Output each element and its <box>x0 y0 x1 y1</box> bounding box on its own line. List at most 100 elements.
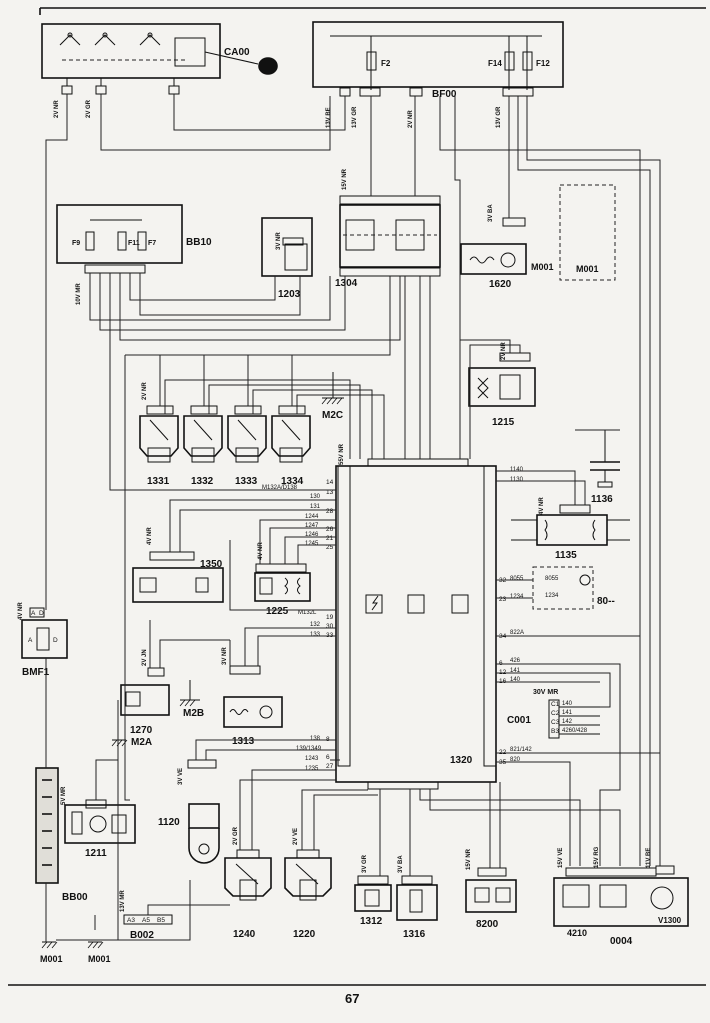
bf00-wire-label-a: 13V BE <box>326 107 332 128</box>
c001-pin-c1: C1 <box>551 701 560 708</box>
wiring <box>45 94 661 942</box>
m001-a-label: M001 <box>531 262 554 272</box>
c1620-label: 1620 <box>489 279 512 290</box>
c1203-wire-label: 3V NR <box>276 232 282 250</box>
battery-bb00: BB00 <box>35 767 88 903</box>
c0004-label: 0004 <box>610 936 633 947</box>
sig-131: 131 <box>310 504 321 510</box>
bmf1-pin-a: A <box>31 610 36 617</box>
ecu-pin-l3: 26 <box>326 526 334 533</box>
ca00-label: CA00 <box>224 47 250 58</box>
c1211-label: 1211 <box>85 848 107 859</box>
m2b-label: M2B <box>183 708 204 719</box>
c1135-label: 1135 <box>555 550 577 561</box>
sig-m132a: M132A/D138 <box>262 485 298 491</box>
fuse-f9-label: F9 <box>72 240 80 247</box>
c001-wire-label: 30V MR <box>533 689 558 696</box>
c80-sig-1234: 1234 <box>545 593 559 599</box>
sensor-1316: 1316 <box>396 875 438 940</box>
c001-sig-142: 142 <box>562 719 573 725</box>
bmf1-label: BMF1 <box>22 667 50 678</box>
c1320-wire-label: 55V NR <box>339 443 345 465</box>
sig-1244: 1244 <box>305 514 319 520</box>
sig-133: 133 <box>310 632 321 638</box>
ca00-ignition-switch: CA00 <box>41 23 278 95</box>
component-1136: 1136 <box>590 430 620 505</box>
c1120-wire-label: 3V VE <box>178 768 184 785</box>
c001-sig-4260: 4260/428 <box>562 728 588 734</box>
sig-1235: 1235 <box>305 766 319 772</box>
c1135-wire-label: 4V NR <box>539 497 545 515</box>
fuse-f14-label: F14 <box>488 59 502 68</box>
sig-820: 820 <box>510 757 521 763</box>
c001-pin-c3: C3 <box>551 719 560 726</box>
c4210a-wire-label: 15V VE <box>558 848 564 868</box>
bf00-wire-label-d: 13V GR <box>496 106 502 128</box>
ca00-wire-label-b: 2V GR <box>86 99 92 118</box>
sig-138: 138 <box>310 736 321 742</box>
sensor-1220: 1220 <box>284 849 332 940</box>
v1300-label: V1300 <box>658 916 682 925</box>
c1136-label: 1136 <box>591 494 613 505</box>
sig-822a: 822A <box>510 630 524 636</box>
ecu-pin-l1: 13 <box>326 489 334 496</box>
component-1225: 1225 <box>254 563 311 617</box>
c1332-label: 1332 <box>191 476 214 487</box>
c1620-wire-label: 3V BA <box>488 204 494 222</box>
component-8200: 8200 <box>465 867 517 930</box>
connector-c001: C1 C2 C3 B3 140 141 142 4260/428 C001 30… <box>507 689 600 739</box>
sig-821: 821/142 <box>510 747 532 753</box>
c1220-label: 1220 <box>293 929 316 940</box>
sig-139: 139/1349 <box>296 746 322 752</box>
sig-m132l: M132L <box>298 610 317 616</box>
c8200-wire-label: 15V NR <box>466 848 472 870</box>
c001-pin-c2: C2 <box>551 710 560 717</box>
c1316-wire-label: 3V BA <box>398 855 404 873</box>
c1270-label: 1270 <box>130 725 153 736</box>
sig-1130: 1130 <box>510 477 524 483</box>
sig-1243: 1243 <box>305 756 319 762</box>
b002-pin-a3: A3 <box>127 917 135 924</box>
c1211-wire-label: 5V MR <box>61 786 67 805</box>
b002-wire-label: 13V MR <box>120 890 126 912</box>
c1215-label: 1215 <box>492 417 515 428</box>
c1240-label: 1240 <box>233 929 256 940</box>
bmf1-wire-label: 4V NR <box>18 602 24 620</box>
ecu-pin-l5: 25 <box>326 544 334 551</box>
c1225-label: 1225 <box>266 606 289 617</box>
component-1203: 1203 <box>261 217 313 300</box>
bmf1-inner-a: A <box>28 637 33 644</box>
c1220-wire-label: 2V VE <box>293 828 299 845</box>
bf00-wire-label-c: 2V NR <box>408 110 414 128</box>
c1334-label: 1334 <box>281 476 304 487</box>
c1350-wire-label: 4V NR <box>147 527 153 545</box>
ecu-pin-l0: 14 <box>326 479 334 486</box>
bb10-label: BB10 <box>186 237 212 248</box>
component-80: 8055 1234 80-- <box>532 566 615 610</box>
c001-label: C001 <box>507 715 531 726</box>
sensor-1240: 1240 <box>224 849 272 940</box>
c1316-label: 1316 <box>403 929 426 940</box>
c1215-wire-label: 2V NR <box>501 342 507 360</box>
sig-132: 132 <box>310 622 321 628</box>
b002-pin-a5: A5 <box>142 917 150 924</box>
ecu-pin-l4: 21 <box>326 535 334 542</box>
c001-sig-141: 141 <box>562 710 573 716</box>
m001-d-label: M001 <box>88 954 111 964</box>
ecu-pin-l10: 6 <box>326 754 330 761</box>
connector-b002: A3 A5 B5 B002 <box>123 914 173 941</box>
sig-426: 426 <box>510 658 521 664</box>
ecu-pin-l7: 30 <box>326 623 334 630</box>
ecu-pin-l2: 28 <box>326 508 334 515</box>
c001-sig-140: 140 <box>562 701 573 707</box>
c8200-label: 8200 <box>476 919 499 930</box>
sig-140: 140 <box>510 677 521 683</box>
bb10-fuse-box: F9 F11 F7 BB10 <box>56 204 212 274</box>
bb10-wire-label: 10V MR <box>76 283 82 305</box>
component-1120: 1120 <box>158 759 220 864</box>
sig-130: 130 <box>310 494 321 500</box>
ecu-pin-l11: 27 <box>326 763 334 770</box>
c1120-label: 1120 <box>158 817 180 828</box>
